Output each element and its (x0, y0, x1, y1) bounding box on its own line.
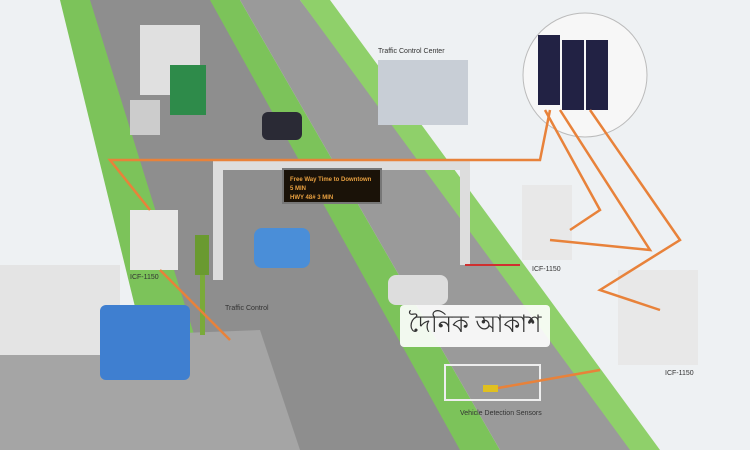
label-sensor: Vehicle Detection Sensors (460, 410, 542, 417)
truck-cab-green (170, 65, 206, 115)
switch-device (586, 40, 608, 110)
booth (130, 100, 160, 135)
cross-road (0, 330, 300, 450)
switch-device (538, 35, 560, 105)
sensor-pad (444, 364, 541, 401)
label-control-center: Traffic Control Center (378, 48, 445, 55)
car-blue (254, 228, 310, 268)
car-white (388, 275, 448, 305)
switch-device (562, 40, 584, 110)
label-traffic-controller: Traffic Control (225, 305, 269, 312)
watermark-logo: দৈনিক আকাশ (400, 305, 550, 347)
gantry (213, 160, 470, 280)
label-icf-mid: ICF-1150 (532, 266, 561, 273)
cables (107, 109, 682, 390)
sign-line-1: Free Way Time to Downtown 5 MIN (290, 177, 372, 192)
traffic-light (195, 235, 209, 275)
sensor (483, 385, 498, 392)
control-center (378, 60, 468, 125)
car-dark (262, 112, 302, 140)
message-sign: Free Way Time to Downtown 5 MIN HWY 48# 3… (282, 168, 382, 204)
cabinet-mid (522, 185, 572, 260)
cabinet-left (130, 210, 178, 270)
label-icf-left: ICF-1150 (130, 274, 159, 281)
cabinet-right (618, 270, 698, 365)
sign-line-2: HWY 48# 3 MIN (290, 195, 334, 201)
label-icf-right: ICF-1150 (665, 370, 694, 377)
truck-cab-blue (100, 305, 190, 380)
traffic-pole (200, 275, 205, 335)
